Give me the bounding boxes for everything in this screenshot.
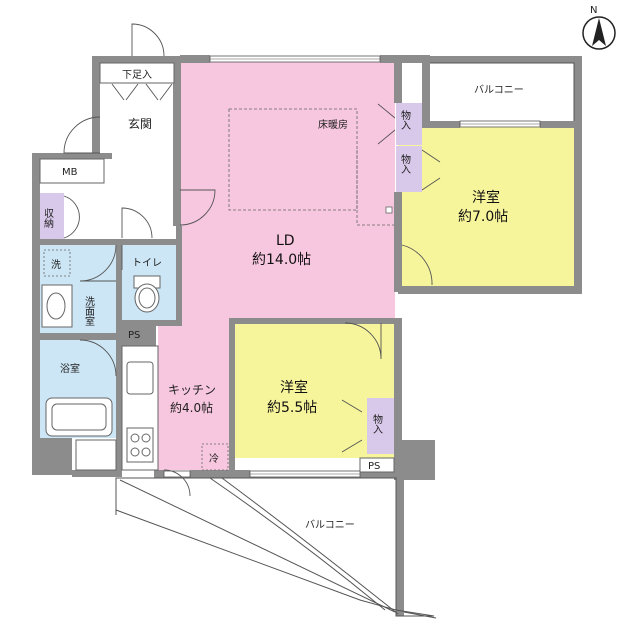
balcony-south-label: バルコニー [305,519,355,531]
labels: LD 約14.0帖 キッチン 約4.0帖 洋室 約7.0帖 洋室 約5.5帖 玄… [42,69,524,531]
closet-2-area [396,146,422,192]
closet-1-area [396,103,422,145]
pipe-space-1-label: PS [128,330,140,341]
storage-left-label: 収納 [42,208,54,229]
bathroom-label: 浴室 [60,362,80,375]
entrance-label: 玄関 [128,116,152,131]
ld-name: LD [276,233,295,249]
closet-2-label: 物入 [399,153,411,174]
compass-icon: N [582,5,616,50]
doors [63,23,441,497]
ld-kitchen-area [158,61,395,470]
stove [126,427,154,463]
fridge-label: 冷 [209,452,219,465]
walls [32,55,582,616]
kitchen-name: キッチン [168,383,216,397]
washer-label: 洗 [51,259,61,271]
compass-north-label: N [590,5,597,16]
ld-size: 約14.0帖 [252,252,311,268]
fixtures [39,62,395,473]
windows [163,55,541,478]
western-room-2-name: 洋室 [280,379,308,396]
balcony-north-label: バルコニー [474,84,524,96]
western-room-1-size: 約7.0帖 [458,209,508,225]
floor-heating-label: 床暖房 [318,118,348,131]
western-room-1-area [398,127,574,287]
kitchen-sink [126,361,154,395]
balconies [115,62,575,619]
floor-heating-area [228,108,358,211]
pipe-space-2-label: PS [368,461,380,472]
western-room-2-area [233,323,395,458]
closet-3-label: 物入 [371,413,383,434]
western-room-1-name: 洋室 [472,189,500,206]
western-room-2-size: 約5.5帖 [267,400,317,416]
storage-left-area [40,193,64,241]
washroom-label: 洗面室 [83,296,95,326]
toilet-label: トイレ [132,258,162,269]
meter-box-label: MB [62,167,78,178]
shoe-storage-label: 下足入 [122,69,152,81]
closet-3-area [367,398,395,454]
kitchen-size: 約4.0帖 [170,400,213,415]
closet-1-label: 物入 [399,109,411,130]
